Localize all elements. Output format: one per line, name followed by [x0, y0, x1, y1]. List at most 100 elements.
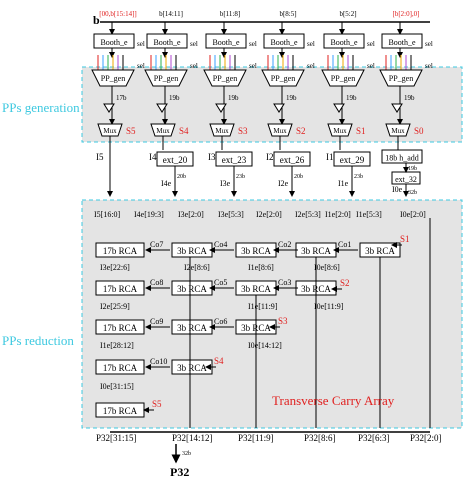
booth-encoder: Booth_e: [381, 33, 423, 49]
booth-encoder: Booth_e: [146, 33, 188, 49]
sel-label: sel: [307, 62, 315, 70]
rca-3b-label: 3b RCA: [365, 246, 395, 256]
mux-label: Mux: [333, 127, 347, 135]
input-slice-label: b[8:5]: [279, 10, 296, 18]
ext-box-label: ext_26: [280, 155, 305, 165]
reduction-top-label: I1e[2:0]: [325, 210, 351, 219]
ext-box-label: ext_20: [163, 155, 188, 165]
select-signal-label: S0: [414, 126, 424, 136]
ext-box: ext_29: [333, 151, 371, 167]
transverse-label: Transverse Carry Array: [272, 393, 395, 408]
input-bus: b: [93, 13, 430, 27]
sel-label: sel: [249, 40, 257, 48]
rca-3b: 3b RCA: [235, 280, 277, 296]
rca-17b: 17b RCA: [95, 280, 145, 296]
rca-3b-label: 3b RCA: [241, 284, 271, 294]
ext-box-label: ext_23: [222, 155, 247, 165]
pp-width-label: 19b: [286, 94, 297, 102]
ext-box: ext_23: [215, 151, 253, 167]
booth-encoder: Booth_e: [205, 33, 247, 49]
booth-encoder-label: Booth_e: [330, 38, 358, 47]
mux-block: [385, 123, 411, 137]
rca-3b-label: 3b RCA: [241, 246, 271, 256]
rca-3b-label: 3b RCA: [301, 246, 331, 256]
rca-17b-label: 17b RCA: [103, 246, 138, 256]
pp-gen-label: PP_gen: [271, 74, 295, 83]
input-slice-label: b[5:2]: [339, 10, 356, 18]
input-slice-label: [b[2:0],0]: [392, 10, 419, 18]
output-label: P32[8:6]: [304, 433, 336, 443]
ie-label: I2e: [278, 179, 289, 188]
ext-bits-label: 20b: [294, 174, 303, 180]
mux-block: [209, 123, 235, 137]
inverter-icon: [273, 103, 285, 113]
rca-3b-label: 3b RCA: [177, 284, 207, 294]
reduction-select-label: S3: [278, 316, 288, 326]
i-signal-label: I1: [326, 152, 334, 162]
ext-box: ext_26: [273, 151, 311, 167]
reduction-panel: [81, 199, 463, 429]
h-add-box-label: 18b h_add: [385, 154, 419, 163]
sel-label: sel: [137, 62, 145, 70]
reduction-top-label: I0e[2:0]: [400, 210, 426, 219]
output-bits-label: 32b: [182, 451, 191, 457]
output-label: P32[14:12]: [172, 433, 213, 443]
ext-bits-label: 23b: [354, 174, 363, 180]
pp-gen-block: [203, 69, 247, 87]
pp-gen-block: [261, 69, 305, 87]
mux-label: Mux: [103, 127, 117, 135]
carry-label: Co4: [214, 240, 227, 249]
ext-bits-label: 20b: [177, 174, 186, 180]
ext-box: ext_32: [391, 171, 421, 185]
booth-encoder-label: Booth_e: [212, 38, 240, 47]
rca-3b: 3b RCA: [235, 242, 277, 258]
reduction-select-label: S5: [152, 399, 162, 409]
reduction-top-label: I5[16:0]: [94, 210, 121, 219]
mux-block: [97, 123, 123, 137]
rca-17b-label: 17b RCA: [103, 406, 138, 416]
carry-label: Co6: [214, 317, 227, 326]
mid-label: I1e[11:9]: [248, 302, 278, 311]
mid-label: I2e[25:9]: [100, 302, 130, 311]
reduction-select-label: S4: [214, 356, 224, 366]
pp-gen-label: PP_gen: [213, 74, 237, 83]
pp-gen-block: [144, 69, 188, 87]
ext-bits-label: 19b: [408, 166, 417, 172]
sel-label: sel: [190, 62, 198, 70]
ie-label: I0e: [392, 185, 403, 194]
sel-label: sel: [425, 62, 433, 70]
i-signal-label: I2: [266, 152, 274, 162]
extension-stage: ext_2020bI4eext_2323bI3eext_2620bI2eext_…: [107, 149, 423, 197]
sel-label: sel: [307, 40, 315, 48]
mux-block: [150, 123, 176, 137]
carry-label: Co3: [278, 278, 291, 287]
rca-17b-label: 17b RCA: [103, 363, 138, 373]
ext-bits-label: 32b: [408, 190, 417, 196]
mux-label: Mux: [215, 127, 229, 135]
booth-encoder-label: Booth_e: [388, 38, 416, 47]
mux-label: Mux: [156, 127, 170, 135]
pp-width-label: 19b: [169, 94, 180, 102]
mux-block: [267, 123, 293, 137]
select-signal-label: S3: [238, 126, 248, 136]
sel-label: sel: [190, 40, 198, 48]
mux-label: Mux: [273, 127, 287, 135]
rca-17b: 17b RCA: [95, 359, 145, 375]
pp-width-label: 19b: [404, 94, 415, 102]
mid-label: I0e[8:6]: [314, 263, 340, 272]
mid-label: I2e[8:6]: [184, 263, 210, 272]
input-label: b: [93, 13, 100, 27]
rca-17b: 17b RCA: [95, 402, 145, 418]
input-slice-label: b[11:8]: [220, 10, 240, 18]
mid-label: I0e[11:9]: [314, 302, 344, 311]
rca-17b-label: 17b RCA: [103, 284, 138, 294]
sel-label: sel: [137, 40, 145, 48]
mid-label: I1e[28:12]: [100, 341, 134, 350]
